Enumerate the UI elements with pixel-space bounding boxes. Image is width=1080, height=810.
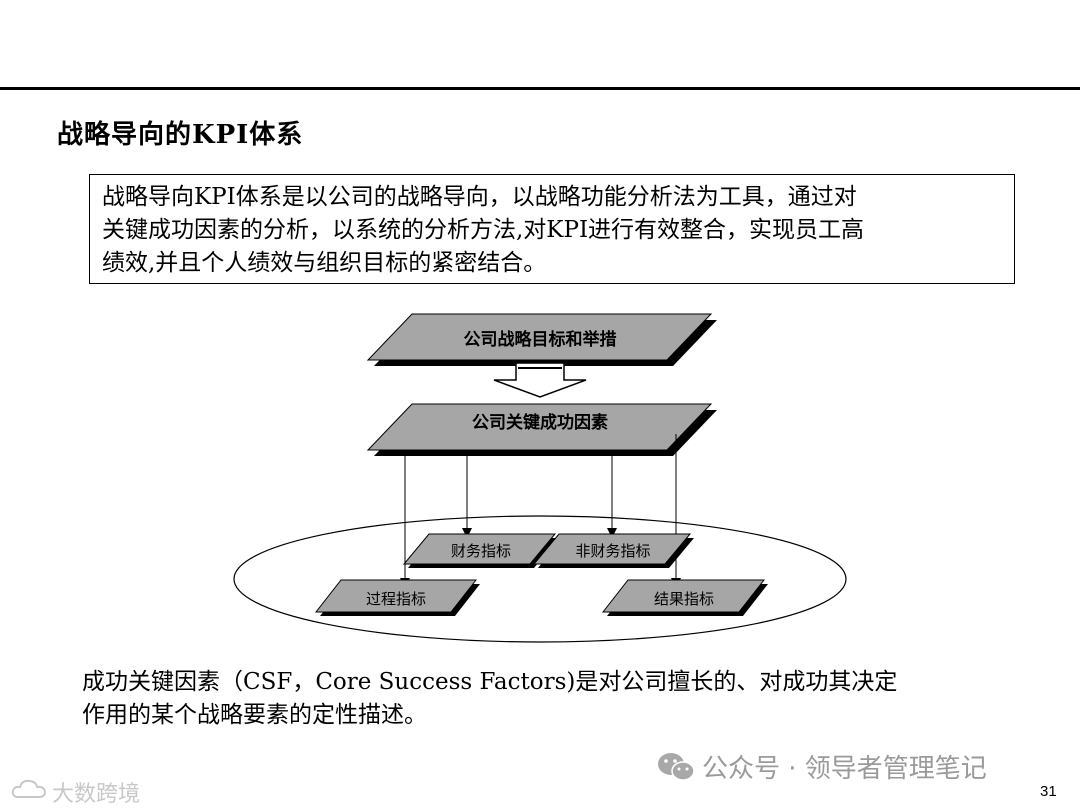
- strategy-goals-box: [366, 313, 713, 361]
- wechat-icon: [656, 750, 696, 784]
- page-title: 战略导向的KPI体系: [57, 120, 304, 150]
- strategy-goals-label: 公司战略目标和举措: [464, 329, 617, 350]
- non-financial-label: 非财务指标: [575, 542, 650, 560]
- process-label: 过程指标: [366, 590, 426, 608]
- indicator-ellipse: [233, 515, 847, 643]
- result-label: 结果指标: [654, 590, 714, 608]
- definition-line: 关键成功因素的分析，以系统的分析方法,对KPI进行有效整合，实现员工高: [102, 217, 865, 243]
- process-box: [314, 579, 478, 613]
- csf-note: 成功关键因素（CSF，Core Success Factors)是对公司擅长的、…: [82, 666, 1042, 732]
- corner-watermark-text: 大数跨境: [52, 782, 141, 807]
- non-financial-box: [532, 533, 692, 565]
- page-number: 31: [1040, 783, 1057, 800]
- definition-line: 战略导向KPI体系是以公司的战略导向，以战略功能分析法为工具，通过对: [102, 184, 857, 210]
- note-line: 成功关键因素（CSF，Core Success Factors)是对公司擅长的、…: [82, 669, 898, 695]
- result-box: [601, 579, 766, 613]
- note-line: 作用的某个战略要素的定性描述。: [82, 702, 427, 728]
- watermark: 公众号 · 领导者管理笔记: [656, 748, 987, 785]
- definition-box: 战略导向KPI体系是以公司的战略导向，以战略功能分析法为工具，通过对 关键成功因…: [89, 174, 1015, 284]
- corner-watermark: 大数跨境: [10, 776, 140, 808]
- csf-label: 公司关键成功因素: [472, 412, 608, 433]
- definition-line: 绩效,并且个人绩效与组织目标的紧密结合。: [102, 250, 547, 276]
- watermark-text: 公众号 · 领导者管理笔记: [702, 754, 987, 784]
- top-divider: [0, 87, 1080, 90]
- cloud-logo-icon: [10, 777, 48, 807]
- csf-box: [366, 403, 713, 451]
- down-block-arrow: [493, 362, 587, 398]
- financial-box: [402, 533, 557, 565]
- financial-label: 财务指标: [451, 542, 511, 560]
